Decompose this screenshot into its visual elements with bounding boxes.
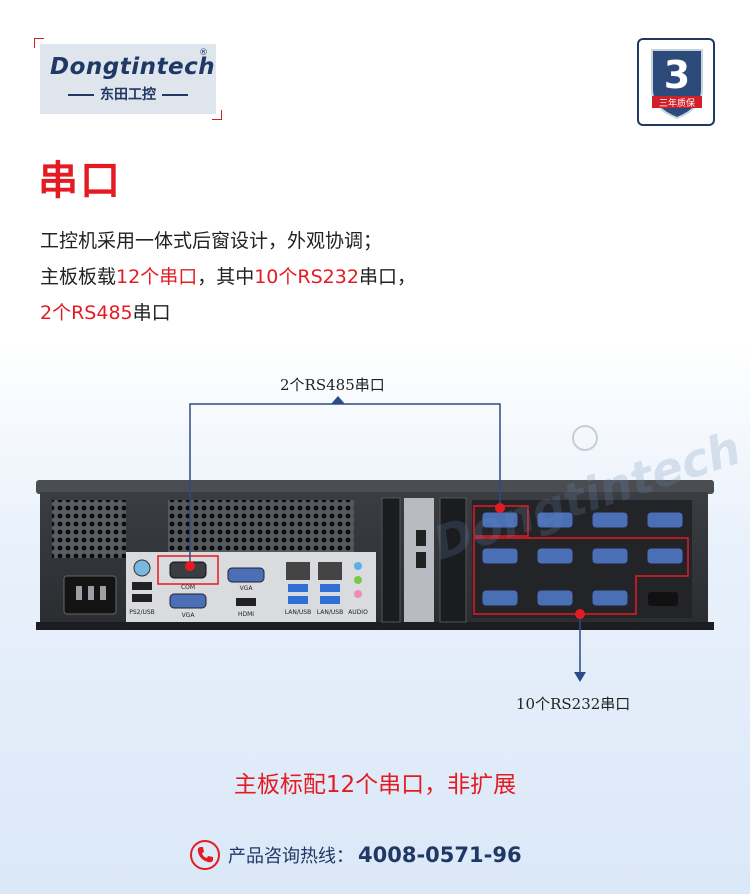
hdmi-port [236,598,256,606]
rs232-port [481,589,519,607]
summary-text: 主板标配12个串口，非扩展 [233,772,517,798]
power-pin [88,586,94,600]
rs232-callout-label: 10个RS232串口 [516,695,631,713]
logo-line-left [68,94,94,96]
hotline-label: 产品咨询热线： [228,846,354,867]
warranty-badge: 3 三年质保 [637,38,715,126]
logo-background [40,44,216,114]
power-pin [76,586,82,600]
description-text: 主板板载 [40,266,117,288]
phone-icon [190,840,220,870]
phone-glyph [197,847,213,863]
chassis-top-lip [36,480,714,494]
callout-dot [575,609,585,619]
description-text: 串口 [132,302,171,324]
description-text: 串口， [358,266,416,288]
rs232-port [536,589,574,607]
rs232-port [536,547,574,565]
description-text: ，其中 [197,266,255,288]
rs232-port [646,547,684,565]
brand-logo: Dongtintech ® 东田工控 [34,38,222,120]
logo-cn-text: 东田工控 [100,87,156,103]
page-title: 串口 [38,158,122,204]
logo-registered-mark: ® [199,48,208,58]
callout-dot [495,503,505,513]
audio-jack [354,562,362,570]
vga-port [169,593,207,609]
description-line-2: 主板板载12个串口，其中10个RS232串口， [40,262,416,289]
logo-brand-name: Dongtintech [50,54,216,80]
description-line-1: 工控机采用一体式后窗设计，外观协调； [40,226,382,253]
rs232-highlight [473,537,689,615]
badge-text: 三年质保 [659,97,695,109]
vent-holes [52,500,126,558]
registered-mark-icon [572,425,598,451]
logo-cn-name: 东田工控 [40,84,216,104]
logo-corner-mark [34,38,44,48]
callout-arrow [574,672,586,682]
callout-arrow [331,396,345,404]
ps2-port [133,559,151,577]
description-text: 工控机采用一体式后窗设计，外观协调； [40,230,383,252]
highlight-text: 2个RS485 [40,302,133,324]
usb3-port [288,596,308,604]
port-label: PS2/USB [129,609,155,616]
serial-port-grid [481,511,684,607]
hotline: 产品咨询热线： 4008-0571-96 [190,840,522,870]
lan-port [286,562,310,580]
description-line-3: 2个RS485串口 [40,298,171,325]
expansion-slot [439,497,467,623]
vent-holes [168,500,354,552]
rs232-port [591,589,629,607]
blank-cover [648,592,678,606]
port-label: LAN/USB [285,609,311,616]
usb-port [132,594,152,602]
usb-port [416,530,426,546]
port-label: VGA [182,612,196,619]
usb-port [416,552,426,568]
usb3-port [320,584,340,592]
rs485-callout-label: 2个RS485串口 [280,376,385,394]
usb3-port [320,596,340,604]
callout-dot [185,561,195,571]
port-label: LAN/USB [317,609,343,616]
rs232-port [591,511,629,529]
vga-port [227,567,265,583]
rs232-port [646,511,684,529]
highlight-text: 12个串口 [116,266,198,288]
audio-jack [354,576,362,584]
lan-port [318,562,342,580]
port-label: VGA [240,585,254,592]
port-label: HDMI [238,611,254,618]
rs232-port [536,511,574,529]
chassis-bottom [36,622,714,630]
port-label: AUDIO [348,609,368,616]
shield-icon: 3 三年质保 [651,49,703,120]
usb3-port [288,584,308,592]
rs232-port [481,547,519,565]
highlight-text: 10个RS232 [254,266,359,288]
port-label: COM [181,584,195,591]
usb-port [132,582,152,590]
hotline-number[interactable]: 4008-0571-96 [358,843,522,867]
expansion-slot [381,497,401,623]
badge-digit: 3 [664,53,690,97]
rs232-port [591,547,629,565]
audio-jack [354,590,362,598]
rs485-highlight [157,555,219,585]
logo-line-right [162,94,188,96]
power-pin [100,586,106,600]
logo-corner-mark [212,110,222,120]
